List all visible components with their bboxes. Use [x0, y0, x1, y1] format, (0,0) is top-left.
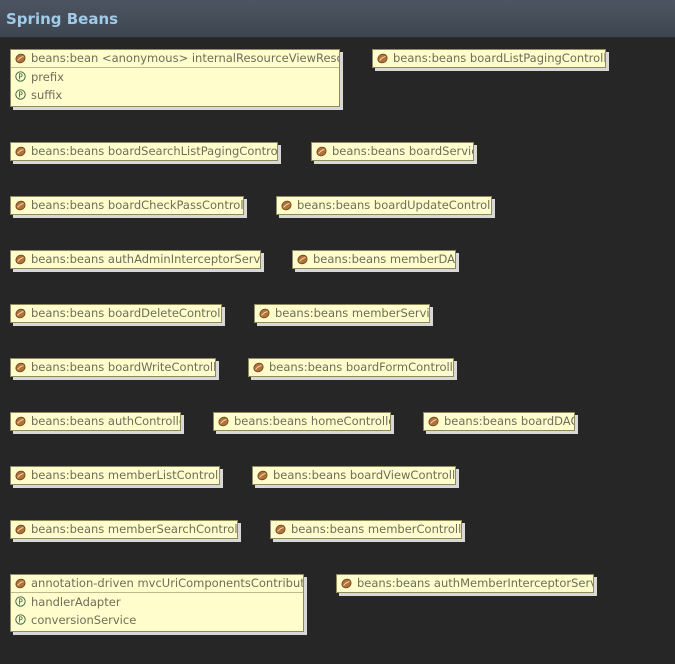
bean-label: beans:bean <anonymous> internalResourceV…: [31, 51, 339, 65]
bean-node[interactable]: beans:beans authController: [10, 412, 181, 431]
bean-icon: [15, 362, 26, 373]
bean-node[interactable]: beans:bean <anonymous> internalResourceV…: [10, 49, 340, 107]
property-label: handlerAdapter: [31, 595, 121, 609]
bean-icon: [257, 470, 268, 481]
bean-node[interactable]: beans:beans boardFormController: [248, 358, 454, 377]
bean-node[interactable]: beans:beans boardDAO: [423, 412, 575, 431]
svg-text:P: P: [18, 597, 23, 606]
bean-icon: [15, 524, 26, 535]
bean-label: beans:beans boardListPagingController: [393, 51, 605, 65]
bean-node[interactable]: beans:beans memberSearchController: [10, 520, 238, 539]
bean-property[interactable]: P prefix: [11, 68, 339, 86]
bean-label: beans:beans memberSearchController: [31, 522, 237, 536]
bean-label: beans:beans boardUpdateController: [297, 198, 491, 212]
bean-node[interactable]: beans:beans boardViewController: [252, 466, 456, 485]
bean-icon: [15, 578, 26, 589]
bean-graph-canvas: beans:bean <anonymous> internalResourceV…: [0, 38, 675, 664]
property-label: suffix: [31, 88, 63, 102]
bean-label: beans:beans homeController: [234, 414, 390, 428]
bean-icon: [297, 254, 308, 265]
bean-node[interactable]: beans:beans memberController: [270, 520, 462, 539]
bean-property[interactable]: P suffix: [11, 86, 339, 104]
bean-icon: [259, 308, 270, 319]
bean-icon: [15, 146, 26, 157]
bean-node[interactable]: beans:beans boardCheckPassController: [10, 196, 244, 215]
svg-text:P: P: [18, 90, 23, 99]
bean-node[interactable]: beans:beans memberDAO: [292, 250, 456, 269]
view-header: Spring Beans: [0, 0, 675, 38]
bean-node[interactable]: beans:beans boardWriteController: [10, 358, 216, 377]
bean-label: beans:beans boardSearchListPagingControl…: [31, 144, 277, 158]
property-label: conversionService: [31, 613, 137, 627]
bean-property[interactable]: P handlerAdapter: [11, 593, 303, 611]
bean-label: beans:beans boardDAO: [444, 414, 574, 428]
bean-node[interactable]: beans:beans authMemberInterceptorService: [336, 574, 594, 593]
bean-label: beans:beans authMemberInterceptorService: [357, 576, 593, 590]
bean-icon: [15, 200, 26, 211]
bean-label: beans:beans boardViewController: [273, 468, 455, 482]
bean-node[interactable]: beans:beans homeController: [213, 412, 391, 431]
bean-icon: [253, 362, 264, 373]
bean-node[interactable]: beans:beans boardService: [311, 142, 474, 161]
bean-label: beans:beans authController: [31, 414, 180, 428]
bean-label: annotation-driven mvcUriComponentsContri…: [31, 576, 303, 590]
bean-node[interactable]: beans:beans memberService: [254, 304, 430, 323]
bean-icon: [428, 416, 439, 427]
bean-icon: [341, 578, 352, 589]
bean-node[interactable]: beans:beans boardDeleteController: [10, 304, 222, 323]
property-label: prefix: [31, 70, 64, 84]
property-icon: P: [15, 614, 26, 625]
bean-node[interactable]: beans:beans boardListPagingController: [372, 49, 606, 68]
bean-label: beans:beans authAdminInterceptorService: [31, 252, 260, 266]
property-icon: P: [15, 596, 26, 607]
bean-icon: [15, 308, 26, 319]
bean-icon: [281, 200, 292, 211]
bean-label: beans:beans boardWriteController: [31, 360, 215, 374]
bean-icon: [218, 416, 229, 427]
bean-icon: [377, 53, 388, 64]
bean-node[interactable]: beans:beans boardSearchListPagingControl…: [10, 142, 278, 161]
property-icon: P: [15, 71, 26, 82]
bean-label: beans:beans boardDeleteController: [31, 306, 221, 320]
bean-node[interactable]: annotation-driven mvcUriComponentsContri…: [10, 574, 304, 632]
bean-label: beans:beans boardFormController: [269, 360, 453, 374]
bean-node[interactable]: beans:beans memberListController: [10, 466, 220, 485]
bean-icon: [275, 524, 286, 535]
svg-text:P: P: [18, 72, 23, 81]
view-title: Spring Beans: [6, 10, 119, 28]
bean-icon: [15, 53, 26, 64]
bean-icon: [15, 416, 26, 427]
bean-label: beans:beans memberListController: [31, 468, 219, 482]
bean-label: beans:beans memberService: [275, 306, 429, 320]
bean-label: beans:beans memberDAO: [313, 252, 455, 266]
bean-icon: [15, 254, 26, 265]
bean-label: beans:beans memberController: [291, 522, 461, 536]
bean-icon: [15, 470, 26, 481]
svg-text:P: P: [18, 615, 23, 624]
property-icon: P: [15, 89, 26, 100]
bean-property[interactable]: P conversionService: [11, 611, 303, 629]
bean-node[interactable]: beans:beans boardUpdateController: [276, 196, 492, 215]
bean-node[interactable]: beans:beans authAdminInterceptorService: [10, 250, 261, 269]
bean-label: beans:beans boardCheckPassController: [31, 198, 243, 212]
bean-icon: [316, 146, 327, 157]
bean-label: beans:beans boardService: [332, 144, 473, 158]
